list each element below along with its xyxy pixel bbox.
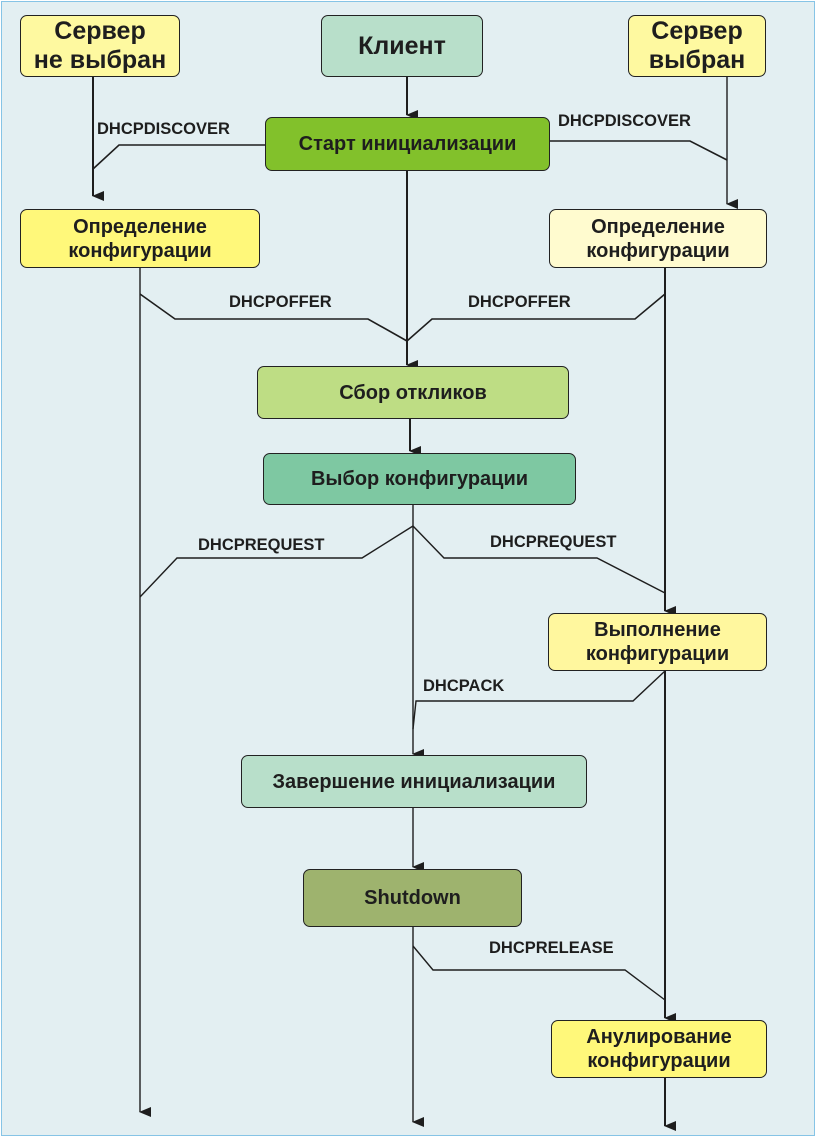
node-apply-config: Выполнение конфигурации — [548, 613, 767, 671]
msg-ack-path — [412, 670, 666, 730]
msg-request-left-path — [139, 525, 414, 598]
msg-discover-right-path — [550, 140, 728, 161]
msg-discover-left: DHCPDISCOVER — [97, 120, 230, 138]
node-finish-init: Завершение инициализации — [241, 755, 587, 808]
msg-discover-left-path — [92, 144, 265, 170]
msg-request-right: DHCPREQUEST — [490, 533, 617, 551]
node-collect-responses: Сбор откликов — [257, 366, 569, 419]
node-client: Клиент — [321, 15, 483, 77]
msg-offer-left: DHCPOFFER — [229, 293, 332, 311]
node-server-selected: Сервер выбран — [628, 15, 766, 77]
msg-release: DHCPRELEASE — [489, 939, 614, 957]
node-define-config-right: Определение конфигурации — [549, 209, 767, 268]
msg-release-path — [412, 945, 666, 1001]
node-cancel-config: Анулирование конфигурации — [551, 1020, 767, 1078]
node-define-config-left: Определение конфигурации — [20, 209, 260, 268]
node-shutdown: Shutdown — [303, 869, 522, 927]
node-start-init: Старт инициализации — [265, 117, 550, 171]
msg-offer-right: DHCPOFFER — [468, 293, 571, 311]
msg-offer-right-path — [406, 293, 666, 342]
msg-request-left: DHCPREQUEST — [198, 536, 325, 554]
msg-discover-right: DHCPDISCOVER — [558, 112, 691, 130]
msg-request-right-path — [412, 525, 666, 594]
node-select-config: Выбор конфигурации — [263, 453, 576, 505]
msg-offer-left-path — [139, 293, 408, 342]
msg-ack: DHCPACK — [423, 677, 505, 695]
node-server-not-selected: Сервер не выбран — [20, 15, 180, 77]
